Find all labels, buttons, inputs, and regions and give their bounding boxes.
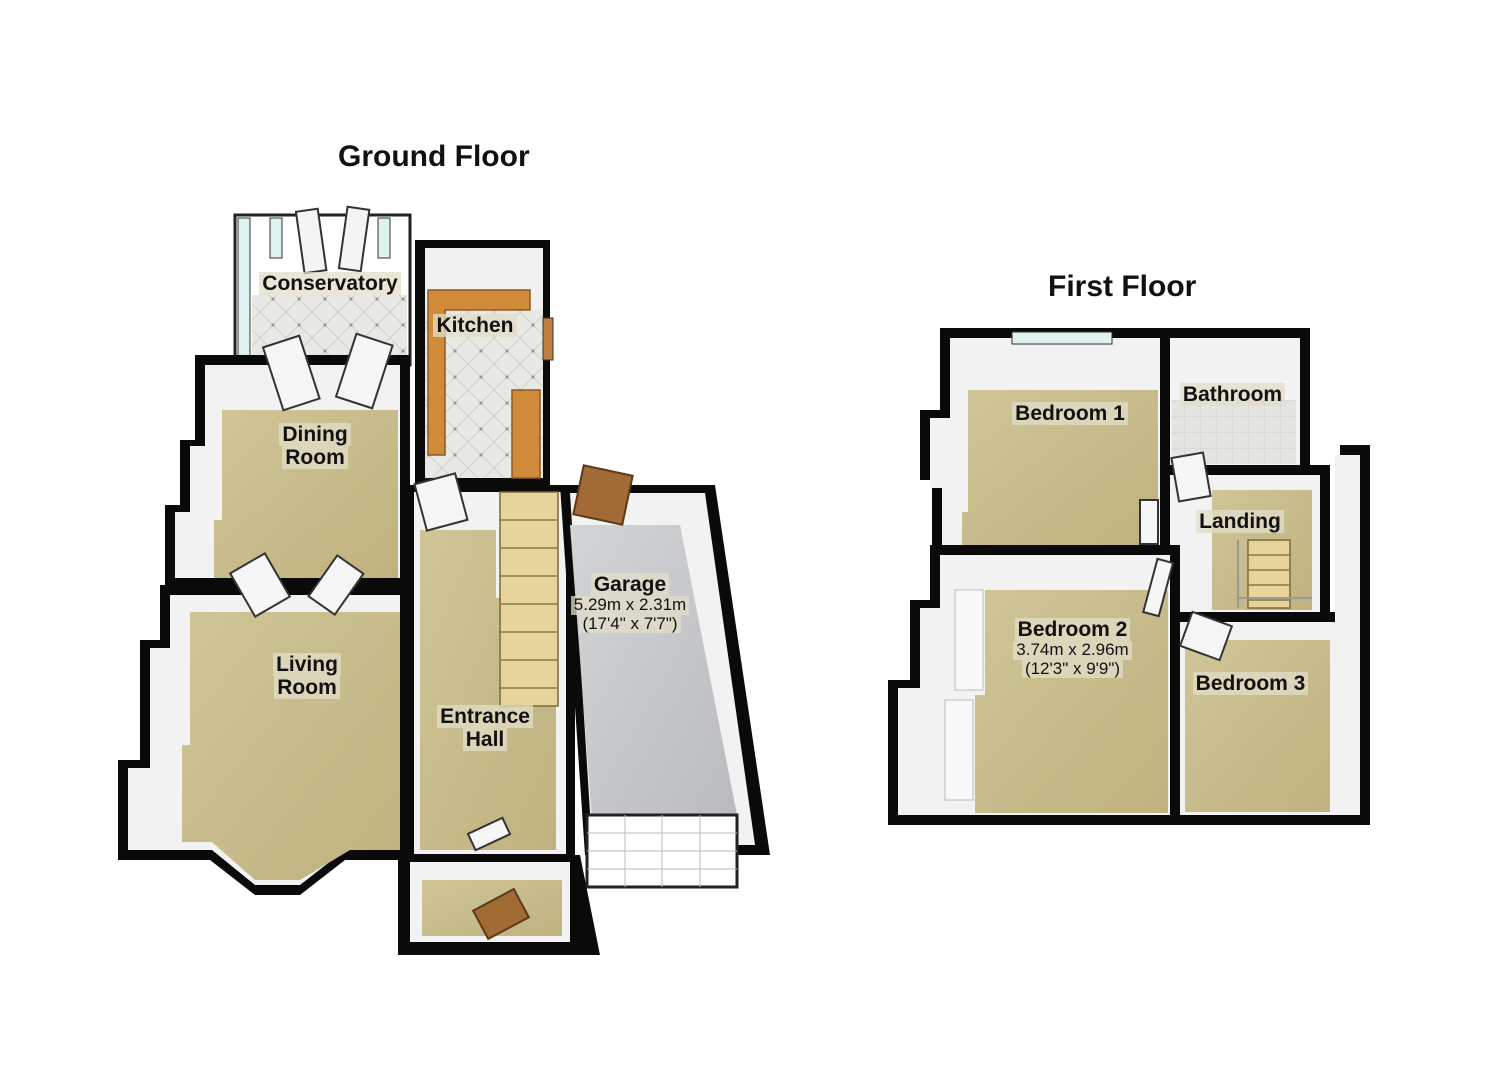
living-room-area bbox=[118, 551, 410, 895]
living-room-label: Living Room bbox=[242, 653, 372, 700]
bedroom-3-name: Bedroom 3 bbox=[1192, 672, 1309, 696]
kitchen-label: Kitchen bbox=[420, 314, 530, 338]
conservatory-name: Conservatory bbox=[259, 272, 401, 296]
living-room-name-line1: Living bbox=[273, 653, 341, 677]
bedroom-1-area bbox=[920, 328, 1170, 555]
bedroom-3-label: Bedroom 3 bbox=[1178, 672, 1323, 696]
ground-floor-title: Ground Floor bbox=[338, 140, 530, 173]
entrance-hall-name-line2: Hall bbox=[462, 728, 508, 752]
dining-room-label: Dining Room bbox=[250, 423, 380, 470]
kitchen-area bbox=[415, 240, 554, 485]
landing-name: Landing bbox=[1196, 510, 1284, 534]
bedroom-2-label: Bedroom 2 3.74m x 2.96m (12'3" x 9'9") bbox=[990, 618, 1155, 679]
bathroom-label: Bathroom bbox=[1165, 383, 1300, 407]
bedroom-2-metric-dimensions: 3.74m x 2.96m bbox=[1013, 640, 1132, 660]
bedroom-2-name: Bedroom 2 bbox=[1014, 618, 1131, 642]
bedroom-1-label: Bedroom 1 bbox=[995, 402, 1145, 426]
dining-room-name-line2: Room bbox=[282, 446, 348, 470]
kitchen-name: Kitchen bbox=[433, 314, 517, 338]
first-floor-stairs bbox=[1237, 539, 1312, 609]
garage-area bbox=[560, 464, 770, 889]
porch-area bbox=[398, 855, 600, 955]
bedroom-1-name: Bedroom 1 bbox=[1012, 402, 1128, 426]
bedroom-2-area bbox=[888, 545, 1180, 825]
entrance-hall-label: Entrance Hall bbox=[420, 705, 550, 752]
first-floor-title: First Floor bbox=[1048, 270, 1197, 303]
landing-label: Landing bbox=[1180, 510, 1300, 534]
living-room-name-line2: Room bbox=[274, 676, 340, 700]
dining-room-name-line1: Dining bbox=[279, 423, 351, 447]
garage-label: Garage 5.29m x 2.31m (17'4" x 7'7") bbox=[555, 573, 705, 634]
dining-room-area bbox=[165, 332, 410, 585]
conservatory-label: Conservatory bbox=[240, 272, 420, 296]
garage-metric-dimensions: 5.29m x 2.31m bbox=[570, 595, 690, 615]
garage-imperial-dimensions: (17'4" x 7'7") bbox=[579, 614, 681, 634]
entrance-hall-name-line1: Entrance bbox=[437, 705, 533, 729]
entrance-hall-area bbox=[405, 472, 575, 860]
ground-stairs bbox=[499, 491, 559, 707]
garage-name: Garage bbox=[590, 573, 670, 597]
bathroom-name: Bathroom bbox=[1179, 383, 1286, 407]
bedroom-2-imperial-dimensions: (12'3" x 9'9") bbox=[1021, 659, 1124, 679]
